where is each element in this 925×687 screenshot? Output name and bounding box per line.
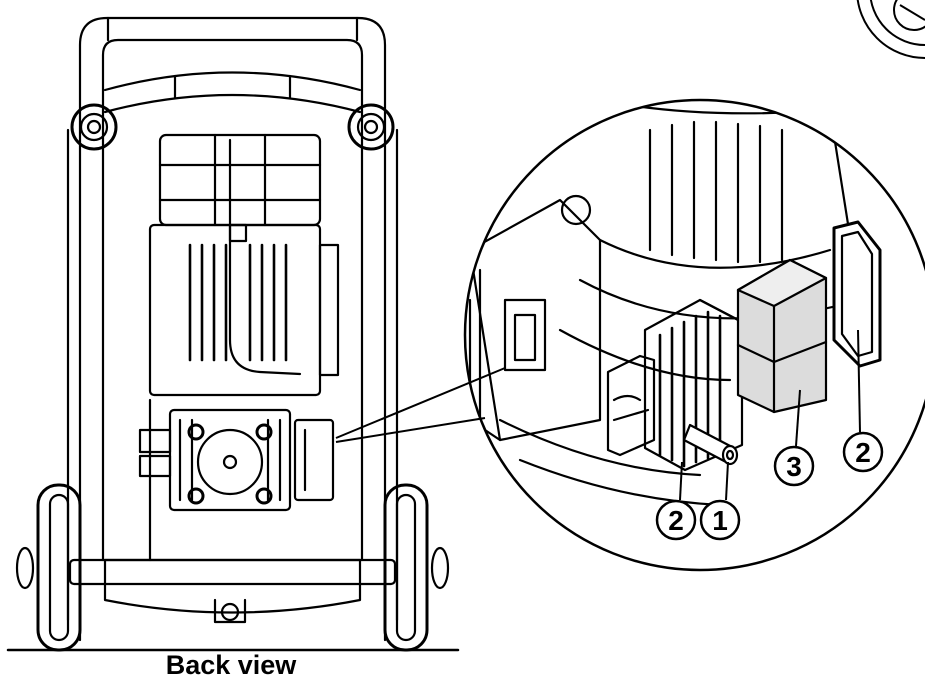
callout-3: 3 <box>773 389 815 487</box>
engine-hood <box>158 133 322 227</box>
base-tray <box>103 558 362 614</box>
callout-2-left: 2 <box>655 461 697 541</box>
callout-label: 2 <box>668 505 684 536</box>
left-wheel-icon <box>15 483 82 652</box>
filter-element <box>736 258 828 414</box>
filter-housing-small <box>293 418 335 502</box>
axle-bar <box>68 558 397 586</box>
pump-fins <box>178 418 282 502</box>
magnifier-leader <box>335 367 506 443</box>
callout-label: 1 <box>712 505 728 536</box>
handle-frame-inner <box>101 38 364 562</box>
detail-circle <box>463 98 925 572</box>
handle-frame-outer <box>78 16 387 642</box>
corner-partial-circle <box>856 0 925 59</box>
fan-housing <box>598 100 862 302</box>
upper-cross-bar <box>103 71 362 92</box>
side-clip <box>606 354 656 457</box>
callout-2-right: 2 <box>842 329 884 473</box>
back-view-machine <box>6 16 460 652</box>
screw-part <box>682 423 739 466</box>
cover-plate <box>832 220 882 368</box>
left-knob-icon <box>70 103 118 151</box>
engine-body <box>148 223 322 397</box>
engine-fins <box>188 243 288 362</box>
right-wheel-icon <box>383 483 450 652</box>
callout-1: 1 <box>699 461 741 541</box>
view-caption: Back view <box>165 650 297 680</box>
right-knob-icon <box>347 103 395 151</box>
callout-label: 2 <box>855 437 871 468</box>
callout-label: 3 <box>786 451 802 482</box>
fan-blades <box>648 120 784 264</box>
